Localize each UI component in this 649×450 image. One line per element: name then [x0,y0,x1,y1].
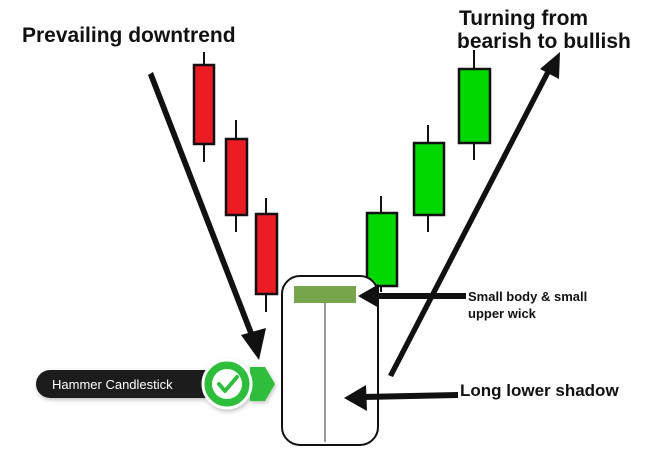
hammer-body [294,286,356,303]
bullish-candle-2 [412,125,446,232]
small-body-arrow [358,284,466,308]
check-circle-inner [212,369,242,399]
bullish-candle-1 [365,196,399,292]
prevailing-downtrend-label: Prevailing downtrend [22,24,236,47]
bearish-candles [192,52,279,312]
long-lower-shadow-label: Long lower shadow [460,381,619,400]
hammer-candlestick-badge [36,358,275,410]
badge-pointer [250,367,275,401]
long-shadow-arrow [344,385,458,411]
small-body-label-line-2: upper wick [468,306,537,321]
downtrend-arrow [148,72,266,360]
bearish-candle-3 [254,198,279,312]
uptrend-arrow [388,52,560,377]
hammer-candlestick-badge-label: Hammer Candlestick [52,377,173,392]
turning-label-line-1: Turning from [459,7,588,30]
bearish-candle-1 [192,52,216,162]
bullish-candles [365,50,492,292]
check-circle-icon [217,375,239,393]
turning-label-line-2: bearish to bullish [457,30,631,53]
badge-pill [36,370,222,398]
bullish-candle-3 [457,50,492,160]
hammer-candle [294,286,356,442]
small-body-label-line-1: Small body & small [468,289,587,304]
bearish-candle-2 [224,120,249,232]
